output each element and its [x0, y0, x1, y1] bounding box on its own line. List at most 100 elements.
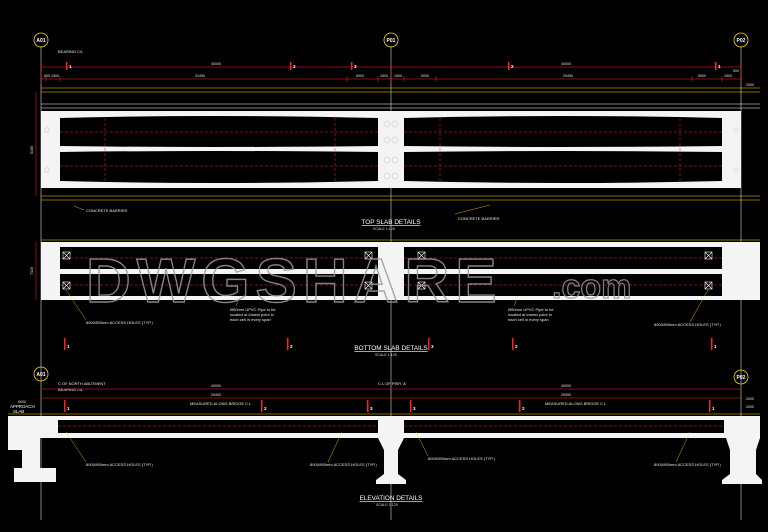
barrier-label-right: CONCRETE BARRIER	[458, 216, 499, 221]
sub-dimension: 5000	[698, 74, 706, 78]
barrier-leaders	[73, 204, 491, 215]
pier-label: C.L OF PIER 'A'	[378, 381, 407, 386]
section-markers-bottom	[64, 338, 713, 350]
span-dimension: 40000	[211, 384, 221, 388]
elev-leaders	[65, 431, 691, 463]
access-holes	[62, 251, 713, 290]
bottom-hidden-lines	[60, 257, 722, 286]
sub-dimension: 31450	[195, 74, 205, 78]
grid-bubble-p01-top[interactable]: P01	[383, 32, 399, 48]
section-marker: 1	[714, 344, 717, 349]
sub-dimension: 29450	[563, 74, 573, 78]
section-markers-elev	[64, 400, 711, 412]
section-marker: 3	[354, 64, 357, 69]
bottom-leaders	[65, 289, 709, 323]
section-marker: 2	[522, 406, 525, 411]
access-hole-note-right: 800X800mm ACCESS HOLES (TYP.)	[654, 322, 722, 327]
top-slab-detail[interactable]: BEARING C/L 40000 40000 500 1500 31450 5…	[30, 49, 760, 231]
elevation-title: ELEVATION DETAILS	[360, 495, 423, 502]
bearing-label-elev: BEARING C/L	[58, 387, 84, 392]
bottom-slab-scale: SCALE 1:125	[375, 353, 397, 357]
end-dimension: 2000	[746, 83, 754, 87]
access-hole-note: 800X800mm ACCESS HOLES (TYP.)	[428, 456, 496, 461]
access-hole-note: 800X800mm ACCESS HOLES (TYP.)	[654, 462, 722, 467]
watermark: DWGSHARE .com	[85, 246, 632, 316]
sub-dimension: 500	[733, 69, 739, 73]
grid-bubble-a01-top[interactable]: A01	[33, 32, 49, 48]
section-marker: 1	[712, 406, 715, 411]
slab-edge-lines	[41, 103, 760, 109]
section-marker: 1	[69, 64, 72, 69]
section-marker: 1	[718, 64, 721, 69]
pier-a	[376, 438, 406, 484]
section-markers-top	[66, 62, 717, 70]
bottom-slab-title: BOTTOM SLAB DETAILS	[354, 345, 427, 352]
section-marker: 3	[431, 344, 434, 349]
top-slab-title: TOP SLAB DETAILS	[362, 219, 421, 226]
sub-dimension: 5000	[356, 74, 364, 78]
elevation-scale: SCALE 1:125	[376, 503, 398, 507]
bottom-slab-detail[interactable]: 7320 800X800mm ACCESS HOLES (TYP.) Ø50mm…	[30, 239, 760, 357]
right-dimension: 2000	[746, 405, 754, 409]
section-marker: 2	[264, 406, 267, 411]
grid-label: A01	[36, 38, 45, 44]
top-slab-voids	[60, 116, 722, 183]
grid-label: P01	[387, 38, 396, 44]
access-hole-note: 800X800mm ACCESS HOLES (TYP.)	[310, 462, 378, 467]
slab-width-dimension: 5150	[30, 146, 34, 154]
pipe-note-right: Ø50mm UPVC Pipe to be	[508, 307, 554, 312]
watermark-brand: DWGSHARE	[86, 247, 503, 316]
right-dimension: 2000	[746, 397, 754, 401]
elevation-detail[interactable]: A01 P02 C OF NORTH ABUTMENT BEARING C/L …	[8, 366, 762, 507]
elev-void-left	[58, 420, 378, 433]
top-slab-scale: SCALE 1:125	[373, 227, 395, 231]
sub-dimension: 1500	[394, 74, 402, 78]
measured-note-right: MEASURED ALONG BRIDGE C.L	[545, 401, 607, 406]
section-marker: 2	[511, 64, 514, 69]
approach-slab-label: APPROACH	[10, 404, 35, 409]
north-abutment-label: C OF NORTH ABUTMENT	[58, 381, 106, 386]
elev-void-right	[404, 420, 724, 433]
barrier-label-left: CONCRETE BARRIER	[86, 208, 127, 213]
span-dimension: 40000	[561, 62, 571, 66]
sub-dimension: 1500	[724, 74, 732, 78]
section-marker: 2	[290, 344, 293, 349]
pier-diaphragm	[44, 120, 739, 180]
sub-dimension: 29450	[211, 393, 221, 397]
top-dimension-lines	[40, 62, 742, 84]
approach-slab-label: SLAB	[13, 409, 24, 414]
grid-label: P02	[737, 38, 746, 44]
section-marker: 2	[515, 344, 518, 349]
measured-note-left: MEASURED ALONG BRIDGE C.L	[190, 401, 252, 406]
grid-bubble-p02-elev[interactable]: P02	[733, 369, 749, 385]
grid-bubble-a01-elev[interactable]: A01	[33, 366, 49, 382]
grid-label: A01	[36, 372, 45, 378]
deck-outline	[41, 87, 760, 201]
span-dimension: 40000	[211, 62, 221, 66]
section-marker: 3	[370, 406, 373, 411]
section-marker: 1	[67, 344, 70, 349]
hidden-lines	[60, 118, 722, 182]
elev-dimension-lines	[41, 388, 741, 399]
bottom-slab-cells	[60, 247, 722, 296]
access-hole-note-left: 800X800mm ACCESS HOLES (TYP.)	[86, 320, 154, 325]
watermark-suffix: .com	[552, 268, 631, 306]
grid-bubble-p02-top[interactable]: P02	[733, 32, 749, 48]
pipe-note-left: Ø50mm UPVC Pipe to be	[230, 307, 276, 312]
sub-dimension: 1500	[380, 74, 388, 78]
span-dimension: 40000	[561, 384, 571, 388]
section-marker: 3	[413, 406, 416, 411]
pipe-note-right: each cell in every span	[508, 317, 549, 322]
bottom-width-dimension: 7320	[30, 267, 34, 275]
sub-dimension: 29450	[561, 393, 571, 397]
approach-dimension: 6000	[18, 400, 26, 404]
sub-dimension: 5000	[421, 74, 429, 78]
pipe-note-left: each cell in every span	[230, 317, 271, 322]
access-hole-note: 800X800mm ACCESS HOLES (TYP.)	[86, 462, 154, 467]
pipe-note-left: located at lowest point in	[230, 312, 274, 317]
sub-dimension: 1500	[51, 74, 59, 78]
north-abutment	[8, 438, 56, 482]
pipe-note-right: located at lowest point in	[508, 312, 552, 317]
grid-label: P02	[737, 375, 746, 381]
